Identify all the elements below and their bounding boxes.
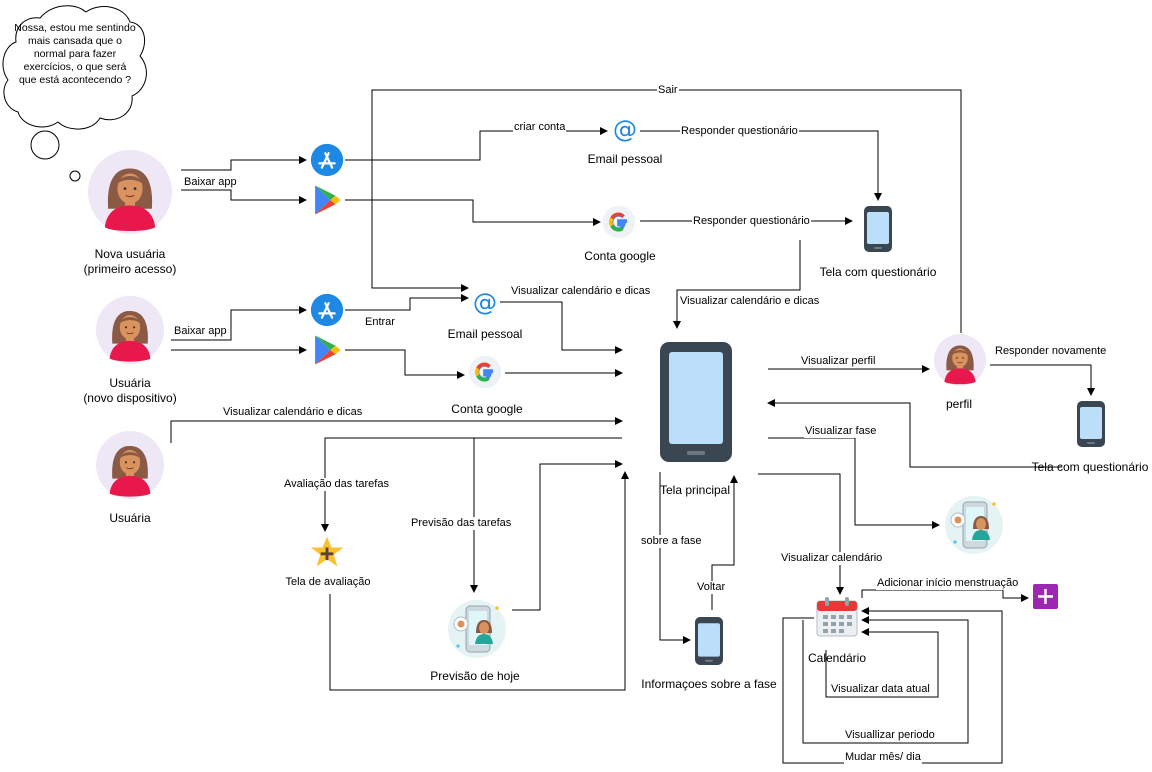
- edge-logout: [371, 89, 962, 333]
- smartphone-icon: [1076, 400, 1106, 448]
- play-store-icon: [310, 333, 344, 367]
- google-icon: [467, 354, 503, 390]
- node-quest-screen-2: Tela com questionário: [1031, 460, 1149, 474]
- star-plus-icon: [309, 534, 345, 570]
- edge-eval-back: [329, 471, 629, 691]
- google-icon: [601, 204, 637, 240]
- edge-label-about-phase: sobre a fase: [640, 535, 703, 548]
- node-google-top: Conta google: [584, 249, 656, 263]
- edge-back-profile: [767, 399, 1062, 468]
- app-store-icon: [310, 143, 344, 177]
- main-screen-phone-icon[interactable]: [659, 341, 733, 463]
- edge-label-back: Voltar: [696, 581, 727, 594]
- node-phase-info: Informaçoes sobre a fase: [641, 677, 777, 691]
- plus-square-icon[interactable]: [1033, 584, 1058, 609]
- edge-label-month-day: Mudar mês/ dia: [844, 751, 922, 764]
- edge-label-answer-q1: Responder questionário: [680, 125, 799, 138]
- node-new-user: Nova usuária (primeiro acesso): [83, 247, 177, 276]
- smartphone-icon: [694, 616, 724, 666]
- video-call-icon: [446, 598, 508, 660]
- edge-label-view-cal-tips-user: Visualizar calendário e dicas: [222, 406, 364, 419]
- edge-label-logout: Sair: [657, 84, 679, 97]
- node-quest-screen: Tela com questionário: [819, 265, 937, 279]
- at-sign-icon: @: [611, 114, 639, 144]
- woman-avatar-icon: [88, 150, 172, 234]
- edge-quest-main: [673, 240, 801, 329]
- edge-answer-again: [990, 364, 1095, 396]
- node-user: Usuária: [109, 511, 151, 525]
- at-sign-icon: @: [471, 287, 499, 317]
- svg-text:@: @: [473, 289, 497, 316]
- edge-play-google-2: [345, 349, 465, 379]
- edge-label-view-cal-tips-quest: Visualizar calendário e dicas: [679, 295, 821, 308]
- edge-label-view-calendar: Visualizar calendário: [780, 552, 884, 565]
- edge-label-task-forecast: Previsão das tarefas: [410, 517, 513, 530]
- woman-avatar-icon: [934, 334, 986, 386]
- app-store-icon: [310, 293, 344, 327]
- edge-task-eval: [321, 437, 622, 532]
- edge-label-view-profile: Visualizar perfil: [800, 355, 877, 368]
- edge-download-appstore-2: [171, 306, 307, 341]
- edge-label-create-account: criar conta: [513, 121, 567, 134]
- edge-login: [345, 294, 469, 311]
- edge-label-current-date: Visualizar data atual: [830, 683, 931, 696]
- edge-user-main: [170, 417, 623, 443]
- node-user-new-device: Usuária (novo dispositivo): [83, 376, 177, 405]
- edge-period: [802, 616, 969, 744]
- edge-label-task-eval: Avaliação das tarefas: [283, 478, 390, 491]
- edge-download-play-1: [181, 189, 307, 204]
- edge-add-period: [861, 589, 1029, 602]
- edge-label-view-phase: Visualizar fase: [804, 425, 878, 438]
- edge-forecast-back: [512, 460, 623, 611]
- woman-avatar-icon: [96, 431, 164, 499]
- edge-create-account: [345, 127, 608, 161]
- node-eval-screen: Tela de avaliação: [285, 576, 371, 588]
- edge-label-answer-again: Responder novamente: [994, 345, 1108, 358]
- node-today-forecast: Previsão de hoje: [430, 669, 520, 683]
- node-email-mid: Email pessoal: [447, 327, 523, 341]
- edge-label-answer-q2: Responder questionário: [692, 215, 811, 228]
- woman-avatar-icon: [96, 296, 164, 364]
- node-google-mid: Conta google: [451, 402, 523, 416]
- edge-view-phase: [768, 437, 940, 529]
- edge-view-calendar: [758, 473, 844, 595]
- thought-text: Nossa, estou me sentindo mais cansada qu…: [14, 22, 136, 86]
- node-email-top: Email pessoal: [587, 152, 663, 166]
- edge-about-phase: [659, 472, 691, 644]
- edge-label-download-2: Baixar app: [173, 325, 228, 338]
- thought-bubble: [2, 5, 147, 182]
- edge-play-google: [345, 199, 601, 226]
- edge-label-view-cal-tips-email: Visualizar calendário e dicas: [510, 285, 652, 298]
- smartphone-icon: [863, 205, 893, 253]
- edge-label-add-period: Adicionar início menstruação: [876, 577, 1020, 590]
- edge-email-main: [500, 301, 623, 354]
- edge-answer-q-email: [640, 130, 882, 201]
- node-calendar: Calendário: [807, 651, 867, 665]
- edge-label-period: Visuallizar periodo: [844, 729, 936, 742]
- svg-text:@: @: [613, 116, 637, 143]
- edge-label-download-1: Baixar app: [183, 176, 238, 189]
- node-main-screen: Tela principal: [659, 483, 731, 497]
- calendar-icon[interactable]: [815, 596, 859, 638]
- node-profile: perfil: [945, 397, 973, 411]
- video-call-icon: [943, 494, 1005, 556]
- edge-label-login: Entrar: [364, 316, 396, 329]
- edge-current-date: [825, 628, 939, 698]
- edge-download-appstore-1: [181, 156, 307, 171]
- play-store-icon: [310, 183, 344, 217]
